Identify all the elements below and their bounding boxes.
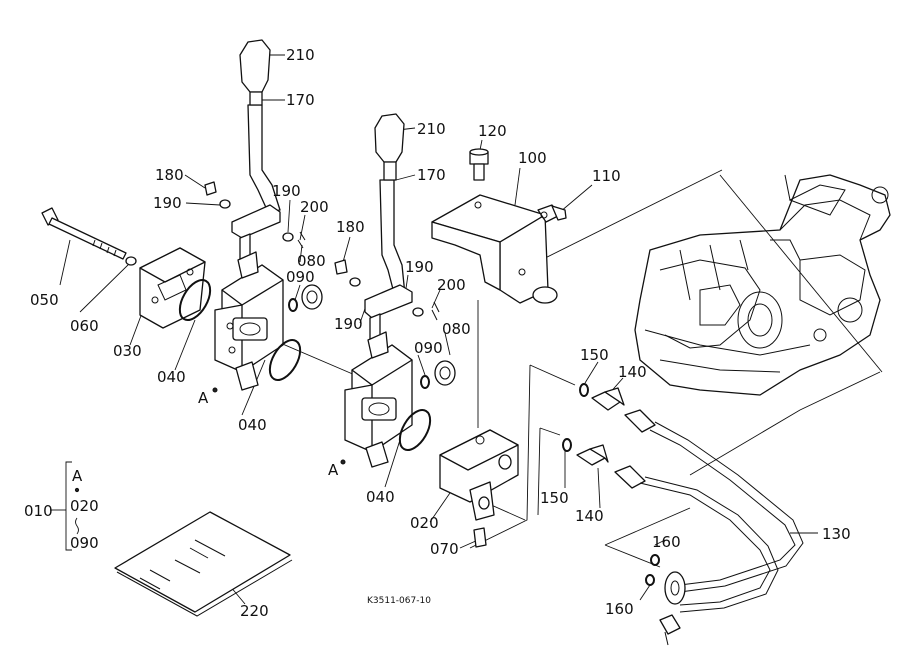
control-valve-left-drawing xyxy=(214,39,284,391)
bolt-120-drawing xyxy=(469,148,489,181)
label-060: 060 xyxy=(70,317,99,335)
label-100: 100 xyxy=(518,149,547,167)
label-a-right: A xyxy=(328,461,339,479)
diagram-code: K3511-067-10 xyxy=(367,596,431,606)
fittings-140-150-drawing xyxy=(562,383,625,466)
a-marker-dots xyxy=(212,387,346,465)
manual-220-drawing xyxy=(114,511,293,617)
label-190b: 190 xyxy=(272,182,301,200)
label-190a: 190 xyxy=(153,194,182,212)
label-170b: 170 xyxy=(417,166,446,184)
label-090a: 090 xyxy=(286,268,315,286)
label-110: 110 xyxy=(592,167,621,185)
label-kit-090: 090 xyxy=(70,534,99,552)
label-200a: 200 xyxy=(300,198,329,216)
label-150b: 150 xyxy=(540,489,569,507)
label-220: 220 xyxy=(240,602,269,620)
label-140b: 140 xyxy=(575,507,604,525)
label-180b: 180 xyxy=(336,218,365,236)
control-valve-right-drawing xyxy=(344,113,413,468)
label-210a: 210 xyxy=(286,46,315,64)
label-190c: 190 xyxy=(405,258,434,276)
manifold-020-drawing xyxy=(439,429,519,548)
label-030: 030 xyxy=(113,342,142,360)
label-130: 130 xyxy=(822,525,851,543)
label-190d: 190 xyxy=(334,315,363,333)
pipes-130-drawing xyxy=(614,409,804,646)
label-080a: 080 xyxy=(297,252,326,270)
label-160b: 160 xyxy=(605,600,634,618)
end-plate-030-drawing xyxy=(139,247,206,329)
label-180a: 180 xyxy=(155,166,184,184)
label-040b: 040 xyxy=(238,416,267,434)
part-labels: 210 170 210 170 120 100 110 180 190 190 … xyxy=(24,46,851,620)
label-120: 120 xyxy=(478,122,507,140)
label-170a: 170 xyxy=(286,91,315,109)
bracket-100-drawing xyxy=(431,194,558,304)
label-040a: 040 xyxy=(157,368,186,386)
fitting-110-drawing xyxy=(537,204,567,223)
kit-010-bracket xyxy=(50,461,80,551)
label-080b: 080 xyxy=(442,320,471,338)
label-010: 010 xyxy=(24,502,53,520)
label-leaders xyxy=(59,54,818,605)
label-050: 050 xyxy=(30,291,59,309)
label-kit-020: 020 xyxy=(70,497,99,515)
hardware-pieces xyxy=(204,181,456,389)
label-160a: 160 xyxy=(652,533,681,551)
label-210b: 210 xyxy=(417,120,446,138)
label-kit-a: A xyxy=(72,467,83,485)
o-rings-040-drawing xyxy=(178,279,432,451)
label-200b: 200 xyxy=(437,276,466,294)
label-a-left: A xyxy=(198,389,209,407)
label-020: 020 xyxy=(410,514,439,532)
bolt-050-drawing xyxy=(41,207,137,266)
label-140a: 140 xyxy=(618,363,647,381)
label-150a: 150 xyxy=(580,346,609,364)
label-040c: 040 xyxy=(366,488,395,506)
label-070: 070 xyxy=(430,540,459,558)
label-090b: 090 xyxy=(414,339,443,357)
tractor-body-drawing xyxy=(634,174,891,396)
